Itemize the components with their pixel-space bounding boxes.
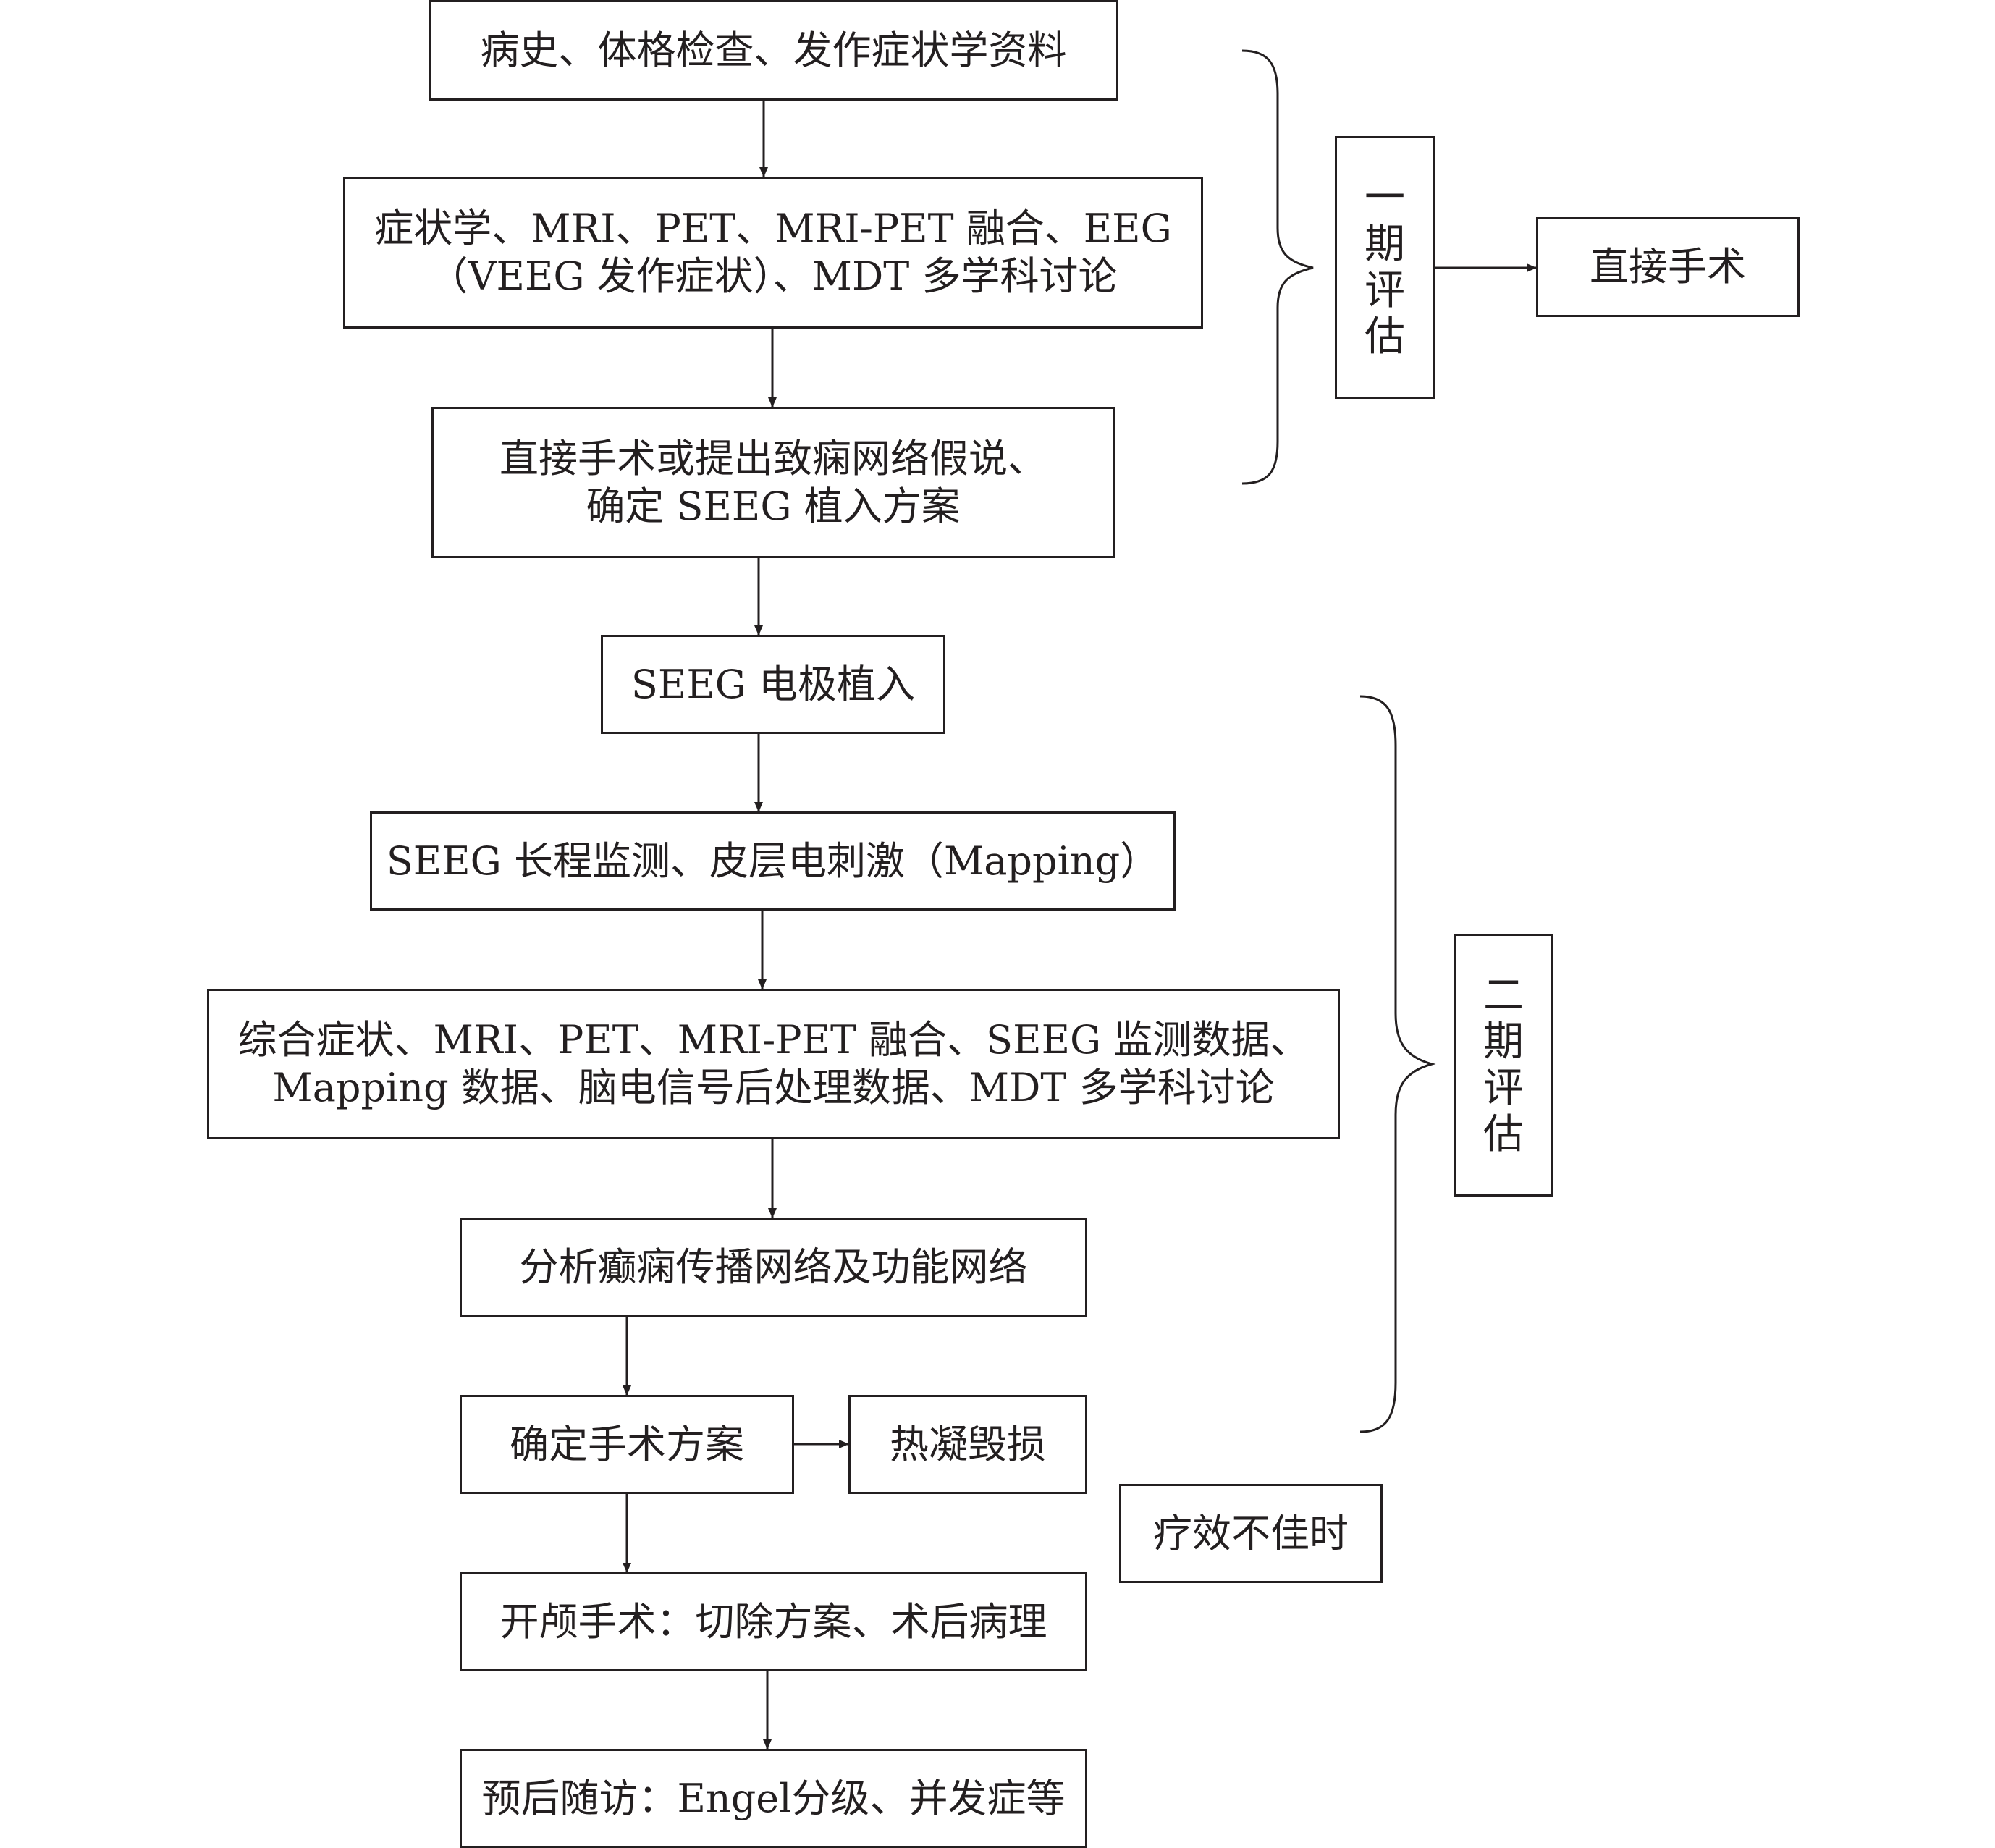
phase2-evaluation-label: 二期评估 (1454, 934, 1553, 1197)
noninvasive-evaluation-node: 症状学、MRI、PET、MRI-PET 融合、EEG（VEEG 发作症状）、MD… (343, 177, 1203, 329)
history-node: 病史、体格检查、发作症状学资料 (429, 0, 1118, 101)
node-text-line: 病史、体格检查、发作症状学资料 (480, 27, 1067, 73)
node-text-line: 确定手术方案 (510, 1421, 744, 1467)
followup-node: 预后随访：Engel分级、并发症等 (460, 1749, 1087, 1848)
network-analysis-node: 分析癫痫传播网络及功能网络 (460, 1218, 1087, 1317)
node-text-line: SEEG 长程监测、皮层电刺激（Mapping） (386, 837, 1160, 884)
brace-phase2 (1359, 695, 1436, 1433)
node-text-line: SEEG 电极植入 (630, 661, 916, 707)
surgical-plan-node: 确定手术方案 (460, 1395, 794, 1494)
thermocoagulation-node: 热凝毁损 (848, 1395, 1087, 1494)
node-text-line: 预后随访：Engel分级、并发症等 (481, 1775, 1066, 1821)
node-text-line: （VEEG 发作症状）、MDT 多学科讨论 (429, 253, 1118, 299)
brace-phase1 (1241, 49, 1314, 485)
node-text-line: 确定 SEEG 植入方案 (586, 483, 961, 529)
node-text-line: 开颅手术：切除方案、术后病理 (499, 1598, 1047, 1645)
seeg-implant-node: SEEG 电极植入 (601, 635, 945, 734)
craniotomy-node: 开颅手术：切除方案、术后病理 (460, 1572, 1087, 1671)
integrated-analysis-node: 综合症状、MRI、PET、MRI-PET 融合、SEEG 监测数据、Mappin… (207, 989, 1340, 1139)
node-text-line: 综合症状、MRI、PET、MRI-PET 融合、SEEG 监测数据、 (237, 1017, 1309, 1063)
node-text-line: 直接手术或提出致痫网络假说、 (499, 435, 1047, 481)
node-text-line: 分析癫痫传播网络及功能网络 (519, 1244, 1028, 1290)
seeg-monitoring-node: SEEG 长程监测、皮层电刺激（Mapping） (370, 811, 1176, 911)
hypothesis-node: 直接手术或提出致痫网络假说、确定 SEEG 植入方案 (431, 407, 1115, 558)
node-text-line: Mapping 数据、脑电信号后处理数据、MDT 多学科讨论 (272, 1065, 1275, 1110)
node-text-line: 疗效不佳时 (1153, 1510, 1349, 1556)
phase1-evaluation-label: 一期评估 (1335, 136, 1435, 399)
node-text-line: 症状学、MRI、PET、MRI-PET 融合、EEG (374, 206, 1172, 251)
node-text-line: 热凝毁损 (890, 1421, 1046, 1467)
direct-surgery-node: 直接手术 (1536, 217, 1800, 317)
poor-outcome-node: 疗效不佳时 (1119, 1484, 1383, 1583)
node-text-line: 直接手术 (1590, 244, 1746, 290)
